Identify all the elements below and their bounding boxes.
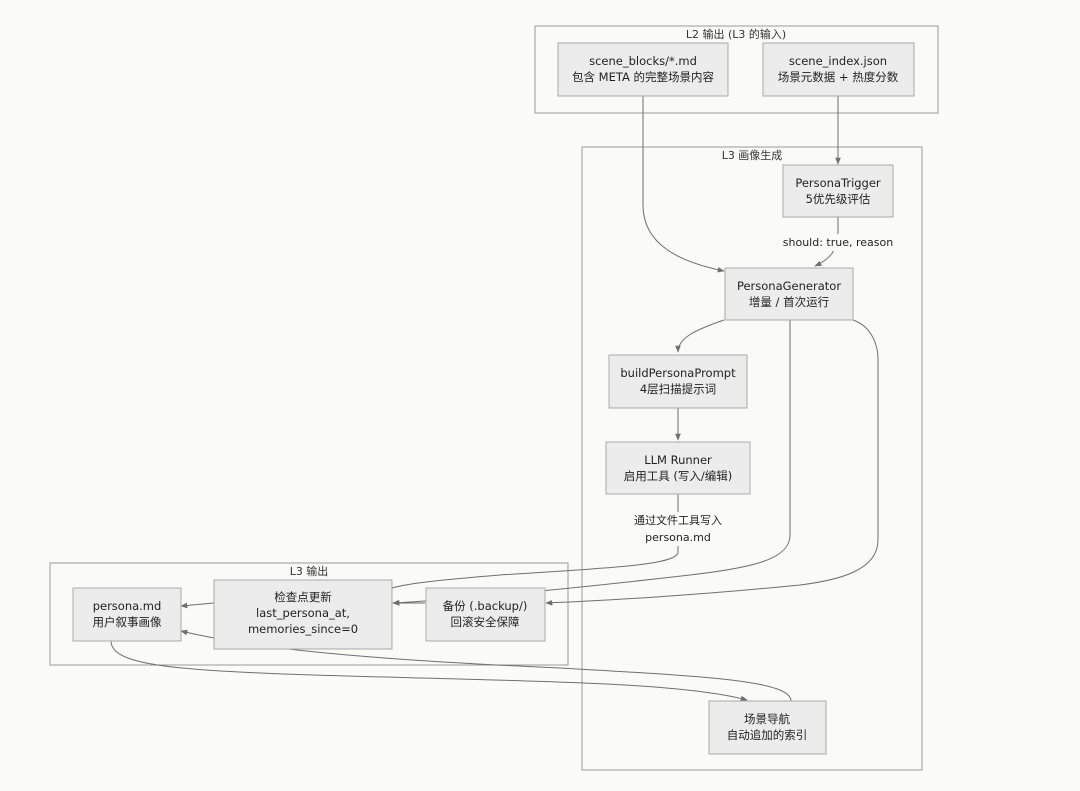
node-checkpoint-line3: memories_since=0 — [248, 622, 358, 636]
node-backup: 备份 (.backup/) 回滚安全保障 — [425, 587, 546, 642]
node-scene-nav-line2: 自动追加的索引 — [727, 728, 808, 742]
cluster-l2-output-title: L2 输出 (L3 的输入) — [686, 27, 786, 41]
node-persona-trigger-line2: 5优先级评估 — [806, 192, 871, 206]
edge-label-llm-to-checkpoint: 通过文件工具写入 persona.md — [628, 512, 728, 546]
node-persona-generator: PersonaGenerator 增量 / 首次运行 — [724, 267, 854, 321]
cluster-l3-output-title: L3 输出 — [290, 564, 329, 578]
node-persona-trigger-line1: PersonaTrigger — [795, 176, 881, 190]
edge-trigger-to-generator — [814, 217, 839, 267]
node-persona-md-line1: persona.md — [93, 599, 162, 613]
node-build-prompt-line2: 4层扫描提示词 — [640, 382, 716, 396]
node-scene-nav-line1: 场景导航 — [744, 712, 790, 726]
node-persona-md-line2: 用户叙事画像 — [93, 615, 162, 629]
edge-generator-to-build-prompt — [675, 319, 725, 353]
node-llm-runner-line2: 启用工具 (写入/编辑) — [624, 469, 733, 483]
cluster-l3-persona-title: L3 画像生成 — [722, 148, 783, 162]
node-build-prompt: buildPersonaPrompt 4层扫描提示词 — [608, 354, 748, 409]
node-checkpoint: 检查点更新 last_persona_at, memories_since=0 — [213, 579, 393, 650]
node-scene-nav: 场景导航 自动追加的索引 — [708, 700, 827, 755]
node-persona-md: persona.md 用户叙事画像 — [72, 587, 182, 642]
edge-llm-to-checkpoint — [391, 494, 679, 589]
edge-label-trigger-to-generator: should: true, reason — [783, 234, 893, 251]
node-scene-blocks-line1: scene_blocks/*.md — [589, 54, 697, 68]
edge-generator-to-backup — [545, 319, 879, 606]
node-scene-blocks-line2: 包含 META 的完整场景内容 — [572, 70, 714, 84]
node-build-prompt-line1: buildPersonaPrompt — [620, 366, 736, 380]
node-scene-index-line1: scene_index.json — [789, 54, 887, 68]
edge-scene-blocks-to-generator — [642, 96, 725, 273]
node-backup-line1: 备份 (.backup/) — [443, 599, 528, 613]
node-scene-index-line2: 场景元数据 + 热度分数 — [778, 70, 899, 84]
node-backup-line2: 回滚安全保障 — [451, 615, 520, 629]
node-checkpoint-line1: 检查点更新 — [274, 590, 332, 604]
node-persona-trigger: PersonaTrigger 5优先级评估 — [782, 164, 894, 218]
node-llm-runner-line1: LLM Runner — [644, 453, 712, 467]
edge-label-llm-to-checkpoint-line1: 通过文件工具写入 — [634, 513, 722, 527]
node-persona-generator-line2: 增量 / 首次运行 — [749, 295, 829, 309]
edge-label-llm-to-checkpoint-line2: persona.md — [645, 531, 711, 544]
edge-persona-to-scene-nav — [110, 640, 748, 702]
node-scene-index: scene_index.json 场景元数据 + 热度分数 — [762, 42, 915, 97]
edge-checkpoint-to-persona — [180, 602, 215, 609]
node-persona-generator-line1: PersonaGenerator — [737, 279, 841, 293]
node-llm-runner: LLM Runner 启用工具 (写入/编辑) — [605, 441, 751, 495]
node-scene-blocks: scene_blocks/*.md 包含 META 的完整场景内容 — [557, 42, 729, 97]
node-checkpoint-line2: last_persona_at, — [256, 606, 350, 620]
edge-label-trigger-to-generator-text: should: true, reason — [783, 236, 893, 249]
